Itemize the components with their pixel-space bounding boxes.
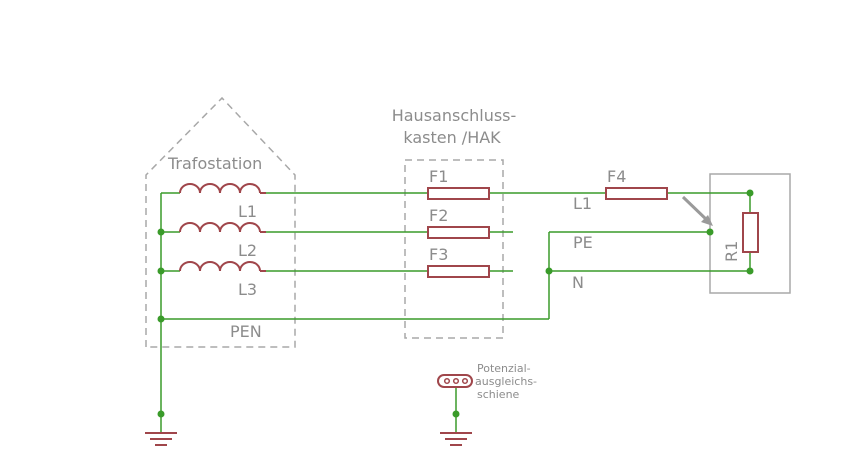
hak-frame [404, 159, 504, 339]
coil-L2 [179, 222, 266, 233]
label-F1: F1 [429, 167, 448, 186]
label-F4: F4 [607, 167, 626, 186]
fuse-F3 [427, 265, 490, 278]
label-pa-line3: schiene [477, 388, 520, 401]
label-trafostation: Trafostation [167, 154, 262, 173]
potential-rail-icon [437, 374, 473, 388]
ground-icon-pa [440, 432, 472, 446]
label-pa-line1: Potenzial- [477, 362, 531, 375]
label-out-PE: PE [573, 233, 593, 252]
coil-L1 [179, 183, 266, 194]
junction-dots [157, 189, 754, 418]
label-pa-line2: ausgleichs- [475, 375, 537, 388]
fuse-F1 [427, 187, 490, 200]
label-out-L1: L1 [573, 194, 592, 213]
label-pen: PEN [230, 322, 262, 341]
ground-icon-left [145, 432, 177, 446]
label-hak-line1: Hausanschluss- [392, 106, 517, 125]
resistor-R1 [742, 212, 759, 253]
label-trafo-L3: L3 [238, 280, 257, 299]
fuse-F4 [605, 187, 668, 200]
label-out-N: N [572, 273, 584, 292]
fault-arrow-icon [681, 195, 713, 226]
label-trafo-L2: L2 [238, 241, 257, 260]
coil-L3 [179, 261, 266, 272]
label-hak-line2: kasten /HAK [403, 128, 501, 147]
fuse-F2 [427, 226, 490, 239]
trafostation-frame [145, 96, 296, 348]
label-F2: F2 [429, 206, 448, 225]
label-F3: F3 [429, 245, 448, 264]
label-trafo-L1: L1 [238, 202, 257, 221]
label-R1: R1 [722, 241, 741, 262]
